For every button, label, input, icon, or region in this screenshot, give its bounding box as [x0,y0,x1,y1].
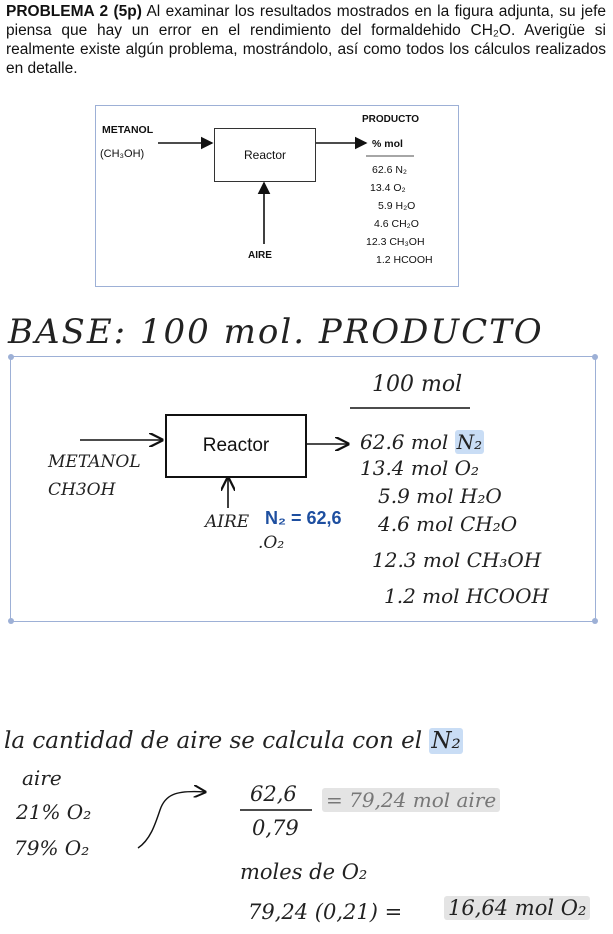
notes-calc-sentence: la cantidad de aire se calcula con el N₂ [4,728,463,754]
notes-fraction-den: 0,79 [252,816,299,840]
notes-reactor: Reactor [165,414,307,478]
figure-product-2: 13.4 O₂ [370,182,406,194]
problem-label: PROBLEMA 2 [6,3,109,20]
notes-air-label: AIRE [205,512,250,532]
notes-o2-calc: 79,24 (0,21) = [248,900,403,924]
notes-product-row: 13.4 mol O₂ [360,456,480,480]
notes-product-row: 62.6 mol N₂ [360,430,485,454]
notes-product-row: 12.3 mol CH₃OH [372,548,542,572]
figure-product-5: 12.3 CH₃OH [366,236,425,248]
notes-product-row: 4.6 mol CH₂O [378,512,518,536]
box-corner-handle[interactable] [592,618,598,624]
problem-statement: PROBLEMA 2 (5p) Al examinar los resultad… [6,2,606,78]
figure-product-3: 5.9 H₂O [378,200,416,212]
figure-product-1: 62.6 N₂ [372,164,408,176]
handwritten-diagram [8,354,598,624]
figure-air-label: AIRE [248,250,272,261]
notes-input-label: METANOL [48,452,141,472]
notes-reactor-label: Reactor [202,435,270,456]
figure-reactor-label: Reactor [243,148,287,162]
notes-product-row: 1.2 mol HCOOH [384,584,549,608]
notes-moles-o2-label: moles de O₂ [240,860,368,884]
notes-product-species-n2: N₂ [454,430,485,454]
notes-air-o2-pct: 21% O₂ [16,800,92,824]
figure-product-4: 4.6 CH₂O [374,218,419,230]
notes-o2-result: 16,64 mol O₂ [444,896,591,920]
notes-air-n2-pct: 79% O₂ [14,836,90,860]
notes-air-heading: aire [22,766,62,790]
figure-product-header: PRODUCTO [362,114,420,125]
figure-product-6: 1.2 HCOOH [376,254,433,266]
figure-input-formula: (CH₃OH) [100,148,145,160]
figure-unit-header: % mol [372,138,403,150]
notes-air-o2: .O₂ [258,533,285,553]
problem-points: (5p) [113,3,142,20]
box-corner-handle[interactable] [592,354,598,360]
notes-calc-species: N₂ [429,728,463,754]
notes-product-total: 100 mol [372,372,463,397]
notes-input-formula: CH3OH [48,480,116,500]
process-figure: METANOL (CH₃OH) Reactor AIRE PRODUCTO % … [95,105,459,287]
box-corner-handle[interactable] [8,618,14,624]
box-corner-handle[interactable] [8,354,14,360]
notes-fraction-num: 62,6 [250,782,297,806]
notes-product-row: 5.9 mol H₂O [378,484,502,508]
problem-text: Al examinar los resultados mostrados en … [6,3,607,77]
notes-air-n2: N₂ = 62,6 [265,508,342,528]
base-title: BASE: 100 mol. PRODUCTO [8,312,544,352]
notes-fraction-result: = 79,24 mol aire [322,788,501,812]
figure-arrows [158,136,414,244]
figure-input-label: METANOL [102,124,154,136]
